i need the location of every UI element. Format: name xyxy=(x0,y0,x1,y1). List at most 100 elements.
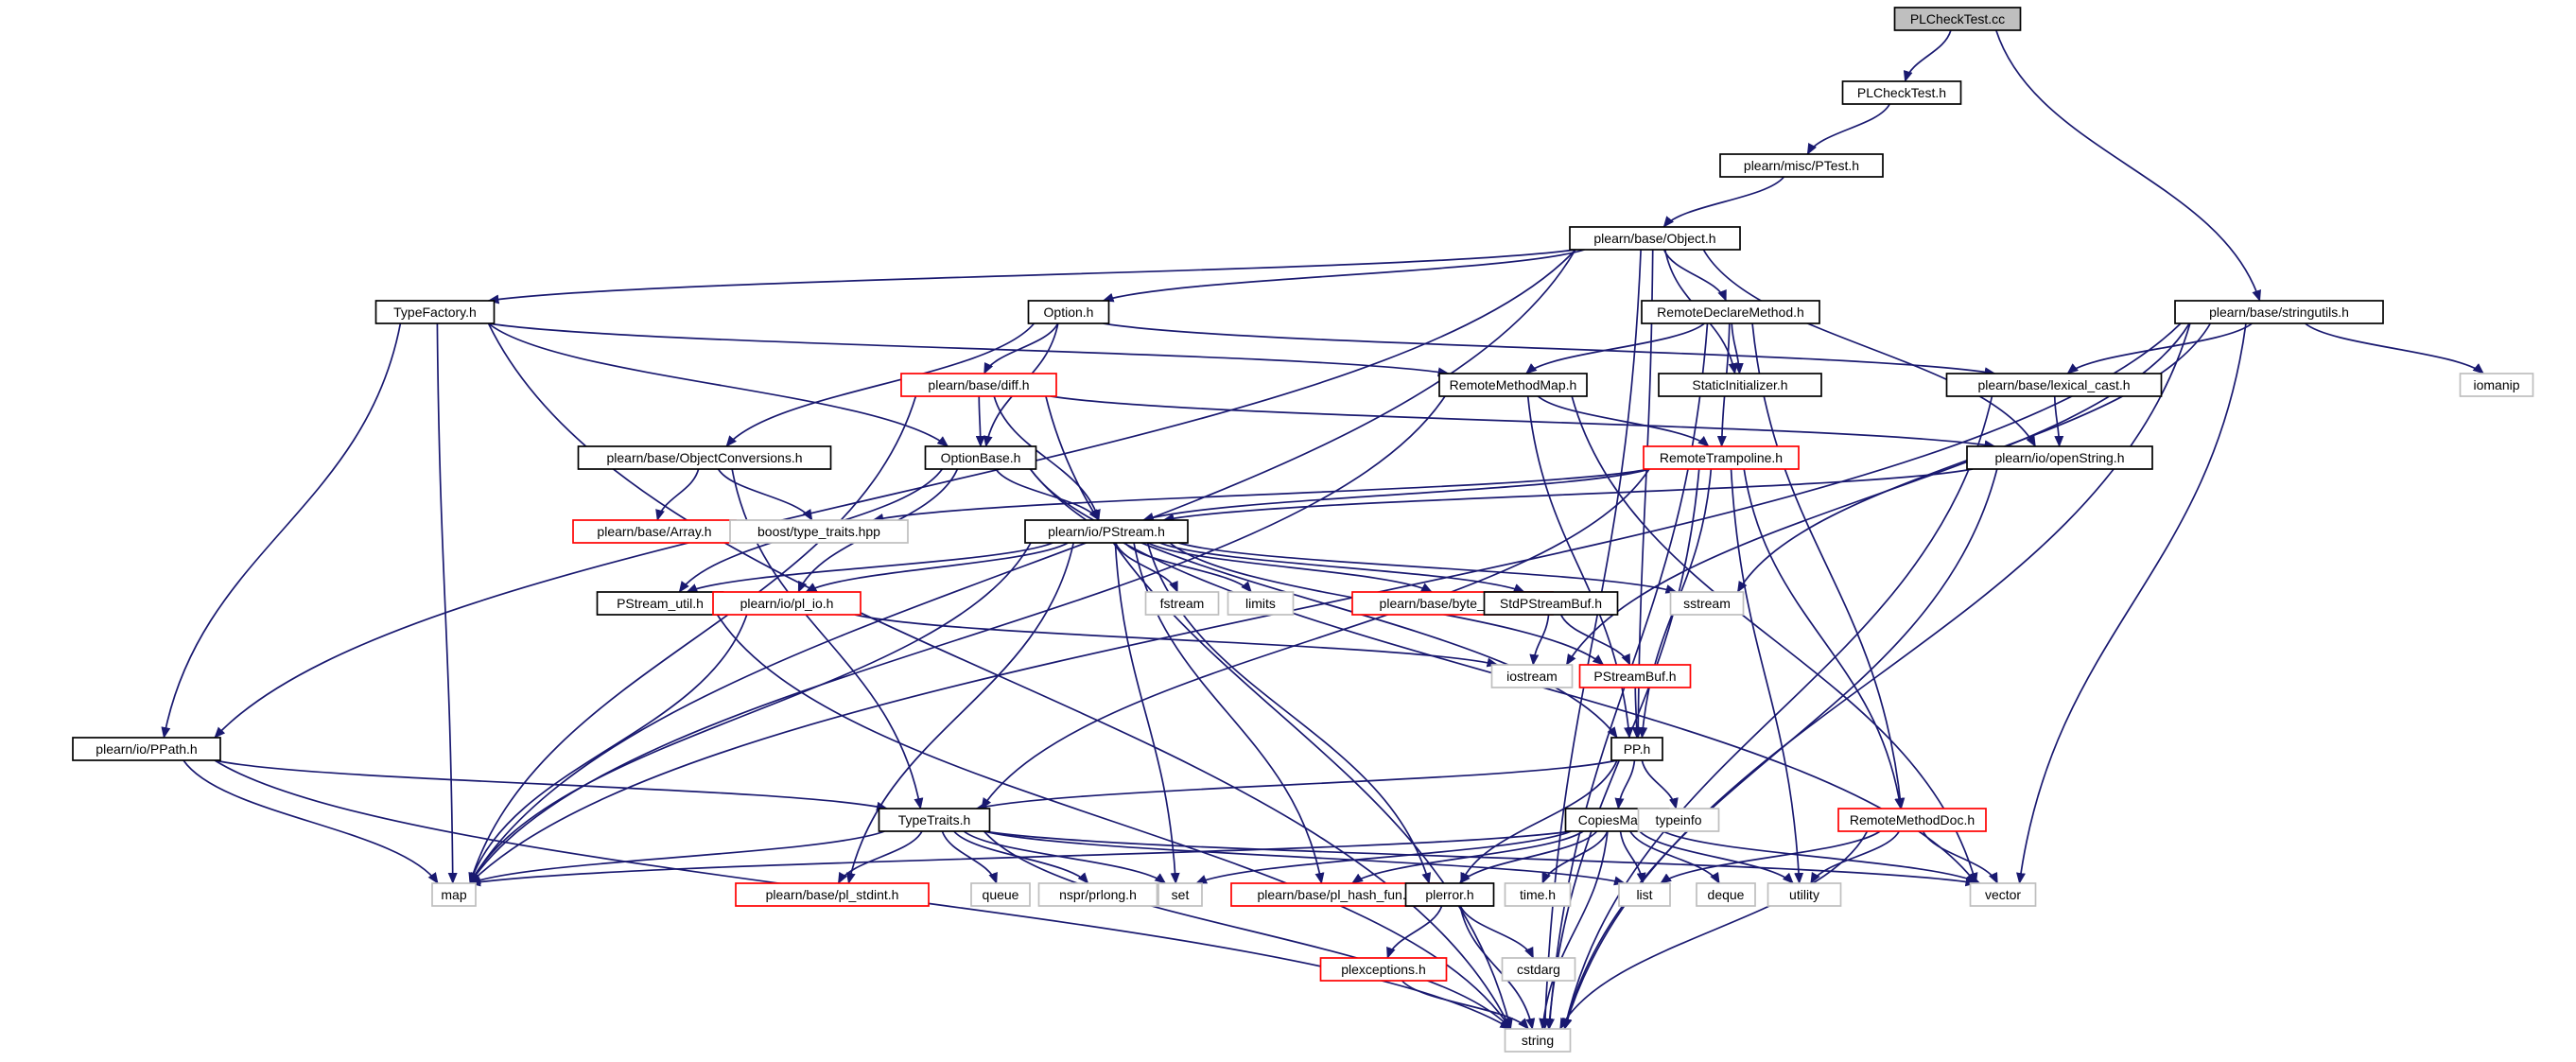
node-pl-hash-fun-h[interactable]: plearn/base/pl_hash_fun.h xyxy=(1230,882,1440,907)
edge-path xyxy=(1142,468,1650,522)
edge-copiesmap-h-to-utility xyxy=(1639,830,1794,884)
edge-remotetrampoline-h-to-boost-type-traits xyxy=(872,468,1650,523)
node-pstream-util-h[interactable]: PStream_util.h xyxy=(596,591,724,616)
edge-typetraits-h-to-queue xyxy=(941,830,998,884)
node-stringutils-h[interactable]: plearn/base/stringutils.h xyxy=(2174,300,2384,324)
edge-path xyxy=(1529,614,1550,666)
edge-path xyxy=(963,830,1167,884)
node-box xyxy=(1893,7,2022,31)
node-box xyxy=(1490,664,1574,688)
node-pstream-h[interactable]: plearn/io/PStream.h xyxy=(1024,519,1189,544)
edge-remotemethodmap-h-to-vector xyxy=(1571,395,1978,884)
node-label: PLCheckTest.cc xyxy=(1910,11,2005,26)
node-openstring-h[interactable]: plearn/io/openString.h xyxy=(1966,445,2153,470)
node-array-h[interactable]: plearn/base/Array.h xyxy=(572,519,737,544)
edge-path xyxy=(845,542,1075,884)
node-pl-io-h[interactable]: plearn/io/pl_io.h xyxy=(712,591,862,616)
edge-path xyxy=(1731,322,1744,374)
node-label: string xyxy=(1522,1033,1554,1048)
node-box xyxy=(1945,373,2163,397)
node-box xyxy=(431,882,477,907)
edge-path xyxy=(1639,830,1794,884)
node-objectconversions-h[interactable]: plearn/base/ObjectConversions.h xyxy=(577,445,832,470)
node-plchecktest-h[interactable]: PLCheckTest.h xyxy=(1841,80,1962,105)
node-label: time.h xyxy=(1520,887,1556,902)
edge-pstreambuf-h-to-pp-h xyxy=(1631,687,1642,739)
node-pl-stdint-h[interactable]: plearn/base/pl_stdint.h xyxy=(735,882,930,907)
node-pstreambuf-h[interactable]: PStreamBuf.h xyxy=(1578,664,1692,688)
edge-path xyxy=(686,542,1053,593)
node-label: PStreamBuf.h xyxy=(1593,669,1676,684)
node-staticinitializer-h[interactable]: StaticInitializer.h xyxy=(1658,373,1822,397)
node-typetraits-h[interactable]: TypeTraits.h xyxy=(878,808,991,832)
node-box xyxy=(729,519,909,544)
node-lexical-cast-h[interactable]: plearn/base/lexical_cast.h xyxy=(1945,373,2163,397)
node-plerror-h[interactable]: plerror.h xyxy=(1404,882,1495,907)
node-label: StaticInitializer.h xyxy=(1692,377,1787,392)
edge-object-h-to-map xyxy=(469,249,1576,884)
edge-option-h-to-lexical-cast-h xyxy=(1103,322,1996,377)
edge-path xyxy=(1050,395,1996,450)
node-option-h[interactable]: Option.h xyxy=(1027,300,1110,324)
edge-path xyxy=(1562,395,1993,1030)
edge-pstream-h-to-limits xyxy=(1123,542,1252,593)
edge-path xyxy=(1922,830,1999,884)
node-remotedeclaremethod-h[interactable]: RemoteDeclareMethod.h xyxy=(1641,300,1820,324)
node-box xyxy=(1319,957,1448,982)
edge-ppath-h-to-typetraits-h xyxy=(214,759,888,811)
node-box xyxy=(1483,591,1619,616)
edge-copiesmap-h-to-pl-hash-fun-h xyxy=(1351,830,1584,884)
edge-remotedeclaremethod-h-to-remotemethodmap-h xyxy=(1525,322,1705,374)
edge-path xyxy=(1401,980,1529,1030)
edge-stdpstreambuf-h-to-pstreambuf-h xyxy=(1559,614,1631,666)
edge-remotetrampoline-h-to-remotemethoddoc-h xyxy=(1743,468,1905,810)
edge-typefactory-h-to-map xyxy=(436,322,458,884)
node-typefactory-h[interactable]: TypeFactory.h xyxy=(374,300,496,324)
node-remotemethoddoc-h[interactable]: RemoteMethodDoc.h xyxy=(1837,808,1987,832)
edge-remotedeclaremethod-h-to-staticinitializer-h xyxy=(1731,322,1744,374)
edge-pstream-h-to-sstream xyxy=(1177,542,1678,594)
node-label: nspr/prlong.h xyxy=(1059,887,1137,902)
edge-path xyxy=(468,614,748,884)
node-ppath-h[interactable]: plearn/io/PPath.h xyxy=(72,737,221,761)
node-plexceptions-h[interactable]: plexceptions.h xyxy=(1319,957,1448,982)
edge-diff-h-to-string xyxy=(1045,395,1513,1030)
node-ptest-h[interactable]: plearn/misc/PTest.h xyxy=(1719,153,1884,178)
node-box xyxy=(1230,882,1440,907)
edge-objectconversions-h-to-array-h xyxy=(655,468,700,521)
edge-pstream-h-to-byte-order-h xyxy=(1147,542,1433,593)
node-root[interactable]: PLCheckTest.cc xyxy=(1893,7,2022,31)
node-remotetrampoline-h[interactable]: RemoteTrampoline.h xyxy=(1643,445,1800,470)
edge-path xyxy=(2016,322,2247,884)
node-object-h[interactable]: plearn/base/Object.h xyxy=(1569,226,1741,251)
edges-layer xyxy=(161,29,2484,1030)
node-label: map xyxy=(441,887,466,902)
node-pp-h[interactable]: PP.h xyxy=(1610,737,1663,761)
edge-copiesmap-h-to-time-h xyxy=(1541,830,1609,884)
node-box xyxy=(1024,519,1189,544)
edge-path xyxy=(1903,29,1952,82)
edge-lexical-cast-h-to-string xyxy=(1562,395,1993,1030)
node-label: plearn/base/Array.h xyxy=(597,524,711,539)
edge-plexceptions-h-to-string xyxy=(1401,980,1529,1030)
node-box xyxy=(2174,300,2384,324)
node-box xyxy=(1404,882,1495,907)
node-optionbase-h[interactable]: OptionBase.h xyxy=(924,445,1037,470)
node-label: plearn/misc/PTest.h xyxy=(1744,158,1859,173)
edge-path xyxy=(487,249,1576,305)
edge-path xyxy=(975,759,1618,811)
node-remotemethodmap-h[interactable]: RemoteMethodMap.h xyxy=(1438,373,1588,397)
node-utility: utility xyxy=(1767,882,1842,907)
edge-copiesmap-h-to-plerror-h xyxy=(1458,830,1598,884)
edge-path xyxy=(983,830,1977,887)
node-sstream: sstream xyxy=(1669,591,1745,616)
edge-stringutils-h-to-vector xyxy=(2016,322,2247,884)
node-diff-h[interactable]: plearn/base/diff.h xyxy=(900,373,1057,397)
edge-path xyxy=(941,830,998,884)
node-box xyxy=(970,882,1031,907)
edge-path xyxy=(837,830,923,884)
edge-typetraits-h-to-pl-stdint-h xyxy=(837,830,923,884)
node-stdpstreambuf-h[interactable]: StdPStreamBuf.h xyxy=(1483,591,1619,616)
edge-openstring-h-to-pstream-h xyxy=(1162,468,1974,523)
edge-typetraits-h-to-map xyxy=(469,830,885,884)
